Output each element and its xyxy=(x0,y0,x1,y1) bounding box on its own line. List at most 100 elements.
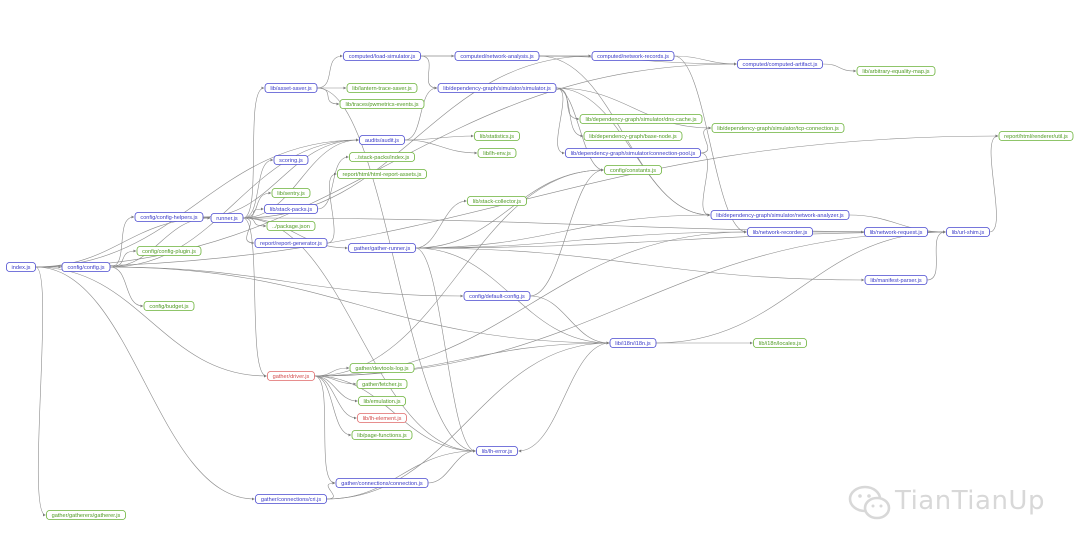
node-box xyxy=(565,148,701,158)
edge-config-to-runner xyxy=(109,216,211,268)
node-label: lib/traces/pwmetrics-events.js xyxy=(345,102,418,108)
edge-config-to-defaultconfig xyxy=(109,266,464,298)
node-simulator: lib/dependency-graph/simulator/simulator… xyxy=(437,83,557,93)
node-label: lib/lh-env.js xyxy=(483,151,511,157)
node-runner: runner.js xyxy=(210,213,244,223)
node-label: lib/network-recorder.js xyxy=(753,230,808,236)
node-label: lib/dependency-graph/base-node.js xyxy=(589,134,677,140)
node-box xyxy=(143,301,195,311)
node-box xyxy=(583,131,683,141)
node-box xyxy=(61,262,111,272)
edge-simulator-to-tcpconn xyxy=(555,87,712,130)
node-box xyxy=(946,227,990,237)
node-label: gather/gatherers/gatherer.js xyxy=(52,513,121,519)
node-box xyxy=(349,363,415,373)
node-box xyxy=(467,196,527,206)
edge-runner-to-assetsaver xyxy=(242,86,265,219)
node-constants: config/constants.js xyxy=(604,165,662,175)
node-box xyxy=(267,371,315,381)
node-label: lib/page-functions.js xyxy=(357,433,407,439)
node-box xyxy=(711,123,845,133)
node-devtoolslog: gather/devtools-log.js xyxy=(349,363,415,373)
node-label: config/config-helpers.js xyxy=(140,215,197,221)
edge-cri-to-connection xyxy=(326,481,336,500)
node-box xyxy=(579,114,703,124)
node-label: audits/audit.js xyxy=(365,138,399,144)
node-label: runner.js xyxy=(216,216,238,222)
node-stackpacks: lib/stack-packs.js xyxy=(264,204,318,214)
node-loadsim: computed/load-simulator.js xyxy=(343,51,421,61)
node-label: lib/url-shim.js xyxy=(952,230,985,236)
node-label: index.js xyxy=(12,265,31,271)
node-statistics: lib/statistics.js xyxy=(474,131,520,141)
node-label: ../package.json xyxy=(272,224,310,230)
node-box xyxy=(264,204,318,214)
node-label: lib/lantern-trace-saver.js xyxy=(352,86,412,92)
edge-simulator-to-connpool xyxy=(555,87,565,155)
node-box xyxy=(357,413,407,423)
node-auditjs: audits/audit.js xyxy=(359,135,405,145)
node-label: config/config.js xyxy=(67,265,104,271)
node-label: lib/stack-collector.js xyxy=(473,199,521,205)
edge-auditjs-to-simulator xyxy=(404,86,438,141)
node-label: lib/dependency-graph/simulator/simulator… xyxy=(443,86,551,92)
node-i18n: lib/i18n/i18n.js xyxy=(609,338,657,348)
node-label: config/default-config.js xyxy=(469,294,525,300)
node-stackpacksindex: ../stack-packs/index.js xyxy=(349,152,415,162)
node-lhenv: lib/lh-env.js xyxy=(477,148,517,158)
node-label: gather/devtools-log.js xyxy=(355,366,408,372)
node-box xyxy=(591,51,675,61)
node-label: gather/fetcher.js xyxy=(362,382,402,388)
edge-loadsim-to-simulator xyxy=(420,55,438,90)
edge-driver-to-pagefunctions xyxy=(314,375,352,437)
node-packagejson: ../package.json xyxy=(266,221,316,231)
edge-assetsaver-to-loadsim xyxy=(316,54,343,89)
node-driver: gather/driver.js xyxy=(267,371,315,381)
node-index: index.js xyxy=(6,262,36,272)
node-label: lib/network-request.js xyxy=(870,230,923,236)
node-box xyxy=(46,510,126,520)
node-netrequest: lib/network-request.js xyxy=(864,227,928,237)
node-cri: gather/connections/cri.js xyxy=(255,494,327,504)
node-htmlassets: report/html/html-report-assets.js xyxy=(337,169,427,179)
node-box xyxy=(477,148,517,158)
node-sentry: lib/sentry.js xyxy=(271,188,311,198)
node-gatherer: gather/gatherers/gatherer.js xyxy=(46,510,126,520)
node-basenode: lib/dependency-graph/base-node.js xyxy=(583,131,683,141)
node-label: lib/manifest-parser.js xyxy=(870,278,921,284)
node-label: lib/dependency-graph/simulator/dns-cache… xyxy=(585,117,696,123)
node-manifestparser: lib/manifest-parser.js xyxy=(864,275,928,285)
edge-connpool-to-netanalyzer xyxy=(700,152,711,217)
node-box xyxy=(6,262,36,272)
edge-driver-to-urlshim xyxy=(314,230,946,377)
node-computedartifact: computed/computed-artifact.js xyxy=(737,59,823,69)
edge-stackpacks-to-stackpacksindex xyxy=(317,155,349,210)
node-box xyxy=(335,478,429,488)
edge-urlshim-to-renderutil xyxy=(989,134,999,233)
edge-gatherrunner-to-netrecorder xyxy=(415,230,747,249)
node-label: report/report-generator.js xyxy=(260,241,322,247)
edge-defaultconfig-to-constants xyxy=(529,168,604,297)
edge-config-to-budget xyxy=(109,266,144,308)
edge-runner-to-auditjs xyxy=(242,138,359,219)
edge-runner-to-scoring xyxy=(242,158,274,219)
edge-manifestparser-to-urlshim xyxy=(926,230,946,281)
edge-cri-to-lherror xyxy=(326,449,476,500)
edge-driver-to-constants xyxy=(314,168,604,377)
edge-gatherrunner-to-lherror xyxy=(415,247,476,453)
node-label: lib/arbitrary-equality-map.js xyxy=(862,69,929,75)
node-configplugin: config/config-plugin.js xyxy=(136,246,202,256)
edge-config-to-i18n xyxy=(109,266,610,345)
node-box xyxy=(753,338,807,348)
edge-simulator-to-dnscache xyxy=(555,87,580,121)
node-box xyxy=(273,155,309,165)
node-label: report/html/renderer/util.js xyxy=(1004,134,1068,140)
node-label: lib/dependency-graph/simulator/network-a… xyxy=(716,213,844,219)
edge-connpool-to-tcpconn xyxy=(700,126,712,154)
node-box xyxy=(856,66,936,76)
node-netanalyzer: lib/dependency-graph/simulator/network-a… xyxy=(710,210,850,220)
edge-computedartifact-to-arbmap xyxy=(822,63,857,73)
node-label: lib/asset-saver.js xyxy=(270,86,312,92)
node-arbmap: lib/arbitrary-equality-map.js xyxy=(856,66,936,76)
